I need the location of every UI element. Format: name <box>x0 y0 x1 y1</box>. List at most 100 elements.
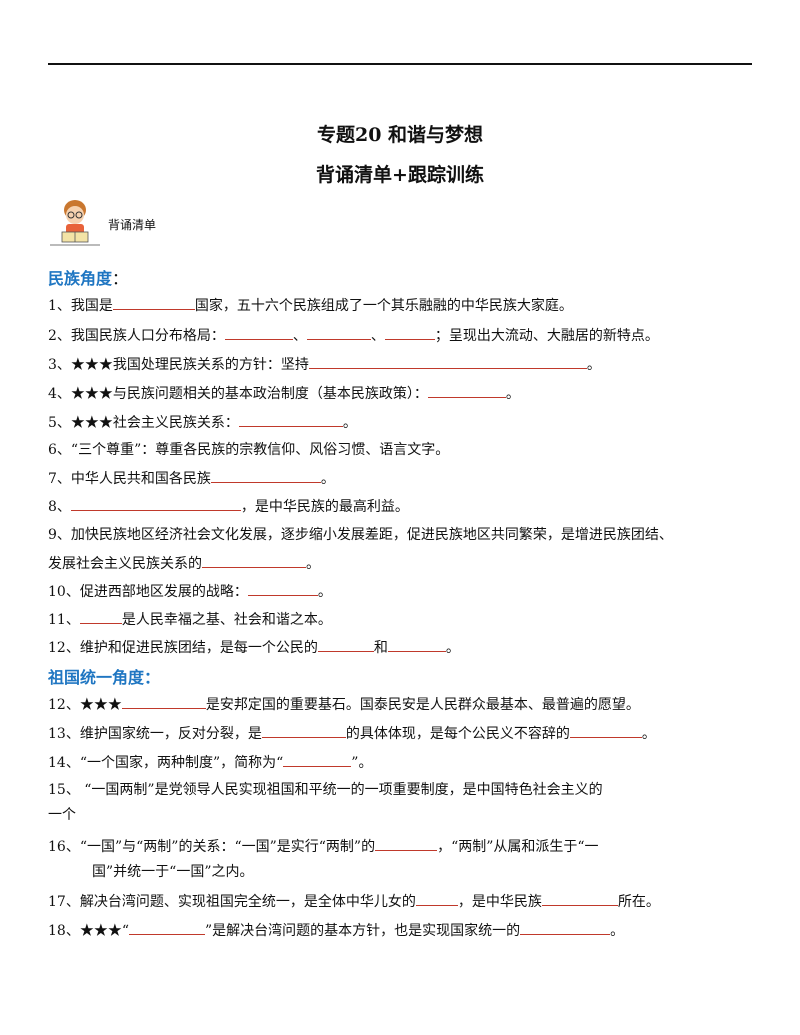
section-ethnic: 民族角度： <box>48 265 128 289</box>
item-text: 8、 <box>48 499 71 515</box>
list-item: 5、★★★社会主义民族关系： 。 <box>48 412 357 433</box>
reading-girl-icon <box>50 200 100 246</box>
item-text: 国家，五十六个民族组成了一个其乐融融的中华民族大家庭。 <box>194 298 573 314</box>
item-text: 。 <box>320 471 335 487</box>
fill-blank[interactable] <box>375 836 438 851</box>
item-text: ，是中华民族 <box>457 894 542 910</box>
list-item: 国”并统一于“一国”之内。 <box>92 862 253 882</box>
item-text: ”是解决台湾问题的基本方针，也是实现国家统一的 <box>204 923 521 939</box>
item-text: 一个 <box>48 807 76 823</box>
item-text: ”。 <box>351 755 373 771</box>
item-text: 9、加快民族地区经济社会文化发展，逐步缩小发展差距，促进民族地区共同繁荣，是增进… <box>48 527 673 543</box>
item-text: 2、我国民族人口分布格局： <box>48 328 225 344</box>
item-text: ，是中华民族的最高利益。 <box>240 499 409 515</box>
item-text: 。 <box>610 923 625 939</box>
fill-blank[interactable] <box>202 553 306 568</box>
list-item: 6、“三个尊重”：尊重各民族的宗教信仰、风俗习惯、语言文字。 <box>48 440 449 460</box>
fill-blank[interactable] <box>128 920 205 935</box>
fill-blank[interactable] <box>79 609 122 624</box>
item-text: 发展社会主义民族关系的 <box>48 556 202 572</box>
section-unification: 祖国统一角度： <box>48 664 160 688</box>
item-text: 14、“一个国家，两种制度”，简称为“ <box>48 755 284 771</box>
fill-blank[interactable] <box>224 325 293 340</box>
page-subtitle: 背诵清单+跟踪训练 <box>316 164 484 186</box>
item-text: 18、★★★“ <box>48 923 129 939</box>
list-item: 2、我国民族人口分布格局： 、 、 ；呈现出大流动、大融居的新特点。 <box>48 325 659 346</box>
item-text: 1、我国是 <box>48 298 113 314</box>
list-item: 13、维护国家统一，反对分裂，是 的具体体现，是每个公民义不容辞的 。 <box>48 723 656 744</box>
item-text: 3、★★★我国处理民族关系的方针：坚持 <box>48 357 309 373</box>
fill-blank[interactable] <box>261 723 346 738</box>
item-text: 和 <box>373 640 388 656</box>
list-item: 8、 ，是中华民族的最高利益。 <box>48 496 409 517</box>
fill-blank[interactable] <box>210 468 321 483</box>
recitation-list-label: 背诵清单 <box>108 218 157 232</box>
item-text: 。 <box>505 386 520 402</box>
item-text: 的具体体现，是每个公民义不容辞的 <box>345 726 570 742</box>
item-text: 10、促进西部地区发展的战略： <box>48 584 248 600</box>
item-text: 11、 <box>48 612 80 628</box>
list-item: 4、★★★与民族问题相关的基本政治制度（基本民族政策）： 。 <box>48 383 520 404</box>
item-text: 15、 “一国两制”是党领导人民实现祖国和平统一的一项重要制度，是中国特色社会主… <box>48 782 603 798</box>
item-text: 17、解决台湾问题、实现祖国完全统一，是全体中华儿女的 <box>48 894 416 910</box>
section-unification-title: 祖国统一角度： <box>48 668 161 687</box>
fill-blank[interactable] <box>238 412 343 427</box>
item-text: ，“两制”从属和派生于“一 <box>437 839 599 855</box>
fill-blank[interactable] <box>112 295 195 310</box>
list-item: 10、促进西部地区发展的战略： 。 <box>48 581 332 602</box>
item-text: 。 <box>586 357 601 373</box>
item-text: 5、★★★社会主义民族关系： <box>48 415 239 431</box>
list-item: 16、“一国”与“两制”的关系：“一国”是实行“两制”的 ，“两制”从属和派生于“… <box>48 836 599 857</box>
list-item: 7、中华人民共和国各民族 。 <box>48 468 335 489</box>
fill-blank[interactable] <box>283 752 352 767</box>
list-item: 9、加快民族地区经济社会文化发展，逐步缩小发展差距，促进民族地区共同繁荣，是增进… <box>48 525 673 545</box>
fill-blank[interactable] <box>520 920 611 935</box>
section-ethnic-title: 民族角度 <box>48 269 113 288</box>
list-item: 18、★★★“ ”是解决台湾问题的基本方针，也是实现国家统一的 。 <box>48 920 624 941</box>
list-item: 发展社会主义民族关系的 。 <box>48 553 320 574</box>
item-text: 所在。 <box>617 894 660 910</box>
item-text: ；呈现出大流动、大融居的新特点。 <box>434 328 659 344</box>
item-text: 16、“一国”与“两制”的关系：“一国”是实行“两制”的 <box>48 839 376 855</box>
item-text: 12、★★★ <box>48 697 122 713</box>
item-text: 国”并统一于“一国”之内。 <box>92 864 254 880</box>
item-text: 7、中华人民共和国各民族 <box>48 471 211 487</box>
item-text: 12、维护和促进民族团结，是每一个公民的 <box>48 640 318 656</box>
item-text: 。 <box>445 640 460 656</box>
fill-blank[interactable] <box>541 891 618 906</box>
list-item: 17、解决台湾问题、实现祖国完全统一，是全体中华儿女的 ，是中华民族 所在。 <box>48 891 660 912</box>
fill-blank[interactable] <box>317 637 374 652</box>
fill-blank[interactable] <box>387 637 446 652</box>
list-item: 15、 “一国两制”是党领导人民实现祖国和平统一的一项重要制度，是中国特色社会主… <box>48 780 603 800</box>
list-item: 11、 是人民幸福之基、社会和谐之本。 <box>48 609 332 630</box>
item-text: 、 <box>292 328 307 344</box>
item-text: 是安邦定国的重要基石。国泰民安是人民群众最基本、最普遍的愿望。 <box>205 697 640 713</box>
fill-blank[interactable] <box>306 325 371 340</box>
section-ethnic-colon: ： <box>112 269 129 288</box>
fill-blank[interactable] <box>70 496 241 511</box>
fill-blank[interactable] <box>384 325 435 340</box>
item-text: 13、维护国家统一，反对分裂，是 <box>48 726 262 742</box>
item-text: 。 <box>342 415 357 431</box>
item-text: 。 <box>306 556 320 572</box>
page-title: 专题20 和谐与梦想 <box>316 124 484 146</box>
item-text: 。 <box>317 584 332 600</box>
item-text: 6、“三个尊重”：尊重各民族的宗教信仰、风俗习惯、语言文字。 <box>48 442 450 458</box>
fill-blank[interactable] <box>415 891 458 906</box>
item-text: 。 <box>641 726 656 742</box>
fill-blank[interactable] <box>247 581 318 596</box>
fill-blank[interactable] <box>121 694 206 709</box>
fill-blank[interactable] <box>569 723 642 738</box>
list-item: 14、“一个国家，两种制度”，简称为“ ”。 <box>48 752 372 773</box>
list-item: 一个 <box>48 805 76 825</box>
list-item: 12、★★★ 是安邦定国的重要基石。国泰民安是人民群众最基本、最普遍的愿望。 <box>48 694 640 715</box>
list-item: 3、★★★我国处理民族关系的方针：坚持 。 <box>48 354 601 375</box>
item-text: 、 <box>370 328 385 344</box>
item-text: 4、★★★与民族问题相关的基本政治制度（基本民族政策）： <box>48 386 428 402</box>
list-item: 12、维护和促进民族团结，是每一个公民的 和 。 <box>48 637 460 658</box>
top-rule <box>48 63 752 65</box>
fill-blank[interactable] <box>308 354 587 369</box>
list-item: 1、我国是 国家，五十六个民族组成了一个其乐融融的中华民族大家庭。 <box>48 295 573 316</box>
item-text: 是人民幸福之基、社会和谐之本。 <box>121 612 332 628</box>
fill-blank[interactable] <box>427 383 506 398</box>
